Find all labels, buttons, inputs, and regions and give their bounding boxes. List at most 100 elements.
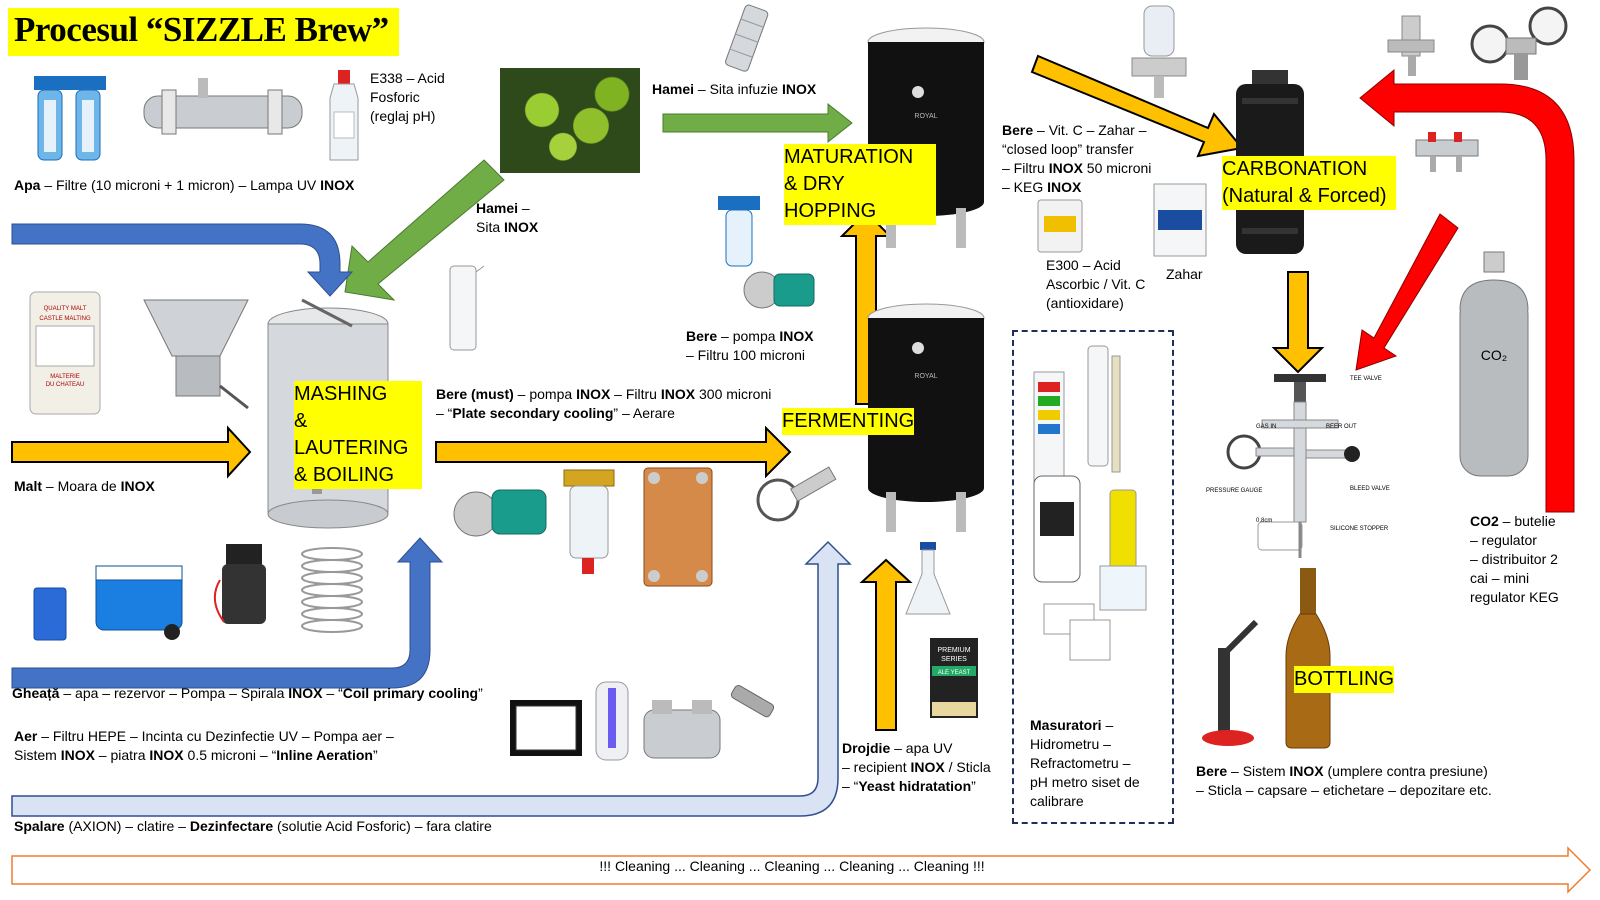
label-e338-1: E338 – Acid [370,70,445,86]
label-apa-bold2: INOX [320,177,355,193]
label-zahar: Zahar [1166,266,1203,282]
label-apa-bold: Apa [14,177,41,193]
label-sistem-t2: (umplere contra presiune) [1323,763,1488,779]
water-pump-image [213,544,266,624]
yeast-packet-line-2: SERIES [941,656,967,663]
label-co2-l2: – distribuitor 2 [1470,551,1558,567]
label-aer-l2-b2: INOX [149,747,184,763]
label-hamei2-l2: Sita [476,219,505,235]
sugar-box-image [1153,183,1207,257]
label-e300: E300 – Acid Ascorbic / Vit. C (antioxida… [1046,256,1145,313]
graduated-cylinder-image [449,265,485,351]
gas-distributor-image [1415,132,1479,172]
label-hamei1-bold2: INOX [781,81,817,97]
label-spalare-b2: Dezinfectare [189,818,274,834]
label-drojdie-l2-t2: / Sticla [944,759,991,775]
label-must-b1: Bere (must) [436,386,514,402]
label-aer-b1: Aer [14,728,38,744]
label-aer-l2-t1: Sistem [14,747,61,763]
label-must-t1: – pompa [513,386,577,402]
cooler-image [95,565,183,640]
label-malt-bold2: INOX [120,478,155,494]
must-filter-image [563,469,615,574]
stage-mashing-line3: & BOILING [294,464,395,486]
fermenter-brand-bottom: ROYAL [914,373,937,380]
label-vitc-l4-b: INOX [1047,179,1082,195]
label-must-l2-b: Plate secondary cooling [452,405,614,421]
label-masuratori-l1: Hidrometru – [1030,736,1111,752]
label-gheata: Gheață – apa – rezervor – Pompa – Spiral… [12,684,483,703]
label-e300-3: (antioxidare) [1046,295,1124,311]
label-aer-l2-b1: INOX [60,747,95,763]
label-gheata-b2: INOX [288,685,323,701]
yellow-arrow-yeast-to-ferment [859,558,913,731]
label-bere-sistem: Bere – Sistem INOX (umplere contra presi… [1196,762,1492,800]
label-bere-pompa-b2: INOX [779,328,814,344]
label-masuratori: Masuratori – Hidrometru – Refractometru … [1030,716,1140,811]
stage-maturation-line2: & DRY HOPPING [784,173,877,222]
label-e338: E338 – Acid Fosforic (reglaj pH) [370,69,445,126]
yellow-arrow-carbonation-to-bottling [1271,271,1325,374]
label-must-b2: INOX [576,386,611,402]
label-masuratori-suffix: – [1101,717,1114,733]
stage-mashing-line2: & LAUTERING [294,410,409,459]
label-hamei2-l1-suffix: – [518,200,530,216]
label-e338-2: Fosforic [370,89,420,105]
vitamin-c-pack-image [1037,199,1083,253]
label-gheata-b1: Gheață [12,685,60,701]
ice-pack-image [33,587,67,641]
label-hamei-sita: Hamei – Sita INOX [476,199,538,237]
hop-sieve-image [725,4,769,72]
aeration-gauge-image [756,466,837,522]
stage-mashing: MASHING & LAUTERING & BOILING [294,381,422,489]
label-vitc-b1: Bere [1002,122,1034,138]
co2-cylinder-label: CO₂ [1481,347,1507,363]
label-spalare: Spalare (AXION) – clatire – Dezinfectare… [14,817,492,836]
label-sistem-l2: – Sticla – capsare – etichetare – depozi… [1196,782,1492,798]
label-gheata-t1: – apa – rezervor – Pompa – Spirala [59,685,289,701]
label-must-t3: 300 microni [695,386,772,402]
label-bere-vitc: Bere – Vit. C – Zahar – “closed loop” tr… [1002,121,1151,197]
label-drojdie-l2-b: INOX [910,759,945,775]
label-malt-bold: Malt [14,478,42,494]
tee-valve-label: TEE VALVE [1350,376,1382,382]
air-pump-image [643,700,721,759]
label-bere-pompa-t1: – pompa [717,328,780,344]
beer-bottle-image [1285,568,1331,749]
malt-bag-text-2: CASTLE MALTING [39,316,91,322]
regulator-image [1470,6,1568,80]
label-aer-l2-t4: ” [372,747,378,763]
label-sistem-b2: INOX [1289,763,1324,779]
green-arrow-hops-to-maturation [662,102,853,144]
flask-image [905,542,951,615]
must-pump-image [453,489,547,537]
label-hamei-infuzie: Hamei – Sita infuzie INOX [652,80,816,99]
malt-bag-text-3: MALTERIE [50,374,80,380]
label-bere-must: Bere (must) – pompa INOX – Filtru INOX 3… [436,385,771,423]
red-arrow-co2-to-carbonation [1359,68,1575,513]
label-vitc-t1: – Vit. C – Zahar – [1033,122,1147,138]
label-hamei2-l2-bold: INOX [504,219,539,235]
cooling-coil-image [301,547,363,633]
label-aer: Aer – Filtru HEPE – Incinta cu Dezinfect… [14,727,394,765]
label-spalare-t1: (AXION) – clatire – [64,818,190,834]
stage-maturation: MATURATION & DRY HOPPING [784,144,936,225]
light-blue-arrow-aeration [11,540,852,817]
pressure-gauge-label: PRESSURE GAUGE [1206,488,1263,494]
label-aer-l2-b3: Inline Aeration [276,747,373,763]
label-co2-l3: cai – mini [1470,570,1530,586]
yellow-arrow-mash-to-ferment [435,425,792,479]
label-vitc-l3-b: INOX [1048,160,1083,176]
label-bere-pompa-l2: – Filtru 100 microni [686,347,806,363]
fermenter-brand-top: ROYAL [914,113,937,120]
co2-cylinder-image: CO₂ [1459,251,1529,477]
label-must-l2-t1: – “ [436,405,453,421]
malt-bag-image: QUALITY MALT CASTLE MALTING MALTERIE DU … [29,291,101,415]
label-bere-pompa-b1: Bere [686,328,718,344]
label-sistem-t1: – Sistem [1227,763,1290,779]
malt-bag-text-4: DU CHATEAU [46,382,85,388]
counter-pressure-filler-image [1226,374,1360,558]
tap-image [1387,15,1435,76]
label-e300-2: Ascorbic / Vit. C [1046,276,1146,292]
